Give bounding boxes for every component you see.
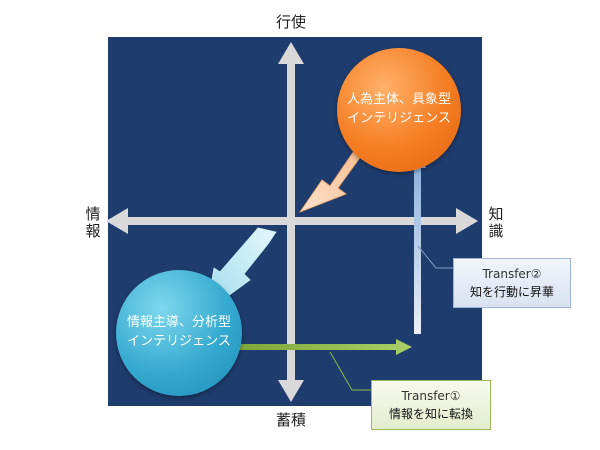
transfer1-leader xyxy=(329,351,372,391)
quadrant-top-right-line2: インテリジェンス xyxy=(347,111,451,126)
transfer1-title: Transfer① xyxy=(401,389,461,403)
axis-label-right: 知識 xyxy=(488,205,504,240)
quadrant-bottom-left-line2: インテリジェンス xyxy=(127,334,231,349)
transfer1-callout: Transfer① 情報を知に転換 xyxy=(371,380,491,430)
transfer1-arrow xyxy=(236,339,412,355)
transfer2-desc: 知を行動に昇華 xyxy=(469,285,554,299)
horizontal-axis xyxy=(106,208,478,234)
axis-label-left: 情報 xyxy=(85,205,101,240)
axis-label-top: 行使 xyxy=(276,13,307,31)
transfer2-title: Transfer② xyxy=(482,267,542,281)
axis-label-bottom: 蓄積 xyxy=(276,411,307,429)
quadrant-top-right-circle: 人為主体、具象型 インテリジェンス xyxy=(337,48,461,172)
quadrant-bottom-left-circle: 情報主導、分析型 インテリジェンス xyxy=(116,270,242,396)
transfer2-callout: Transfer② 知を行動に昇華 xyxy=(453,258,571,308)
quadrant-top-right-line1: 人為主体、具象型 xyxy=(346,92,451,108)
transfer2-leader xyxy=(417,245,454,269)
transfer1-desc: 情報を知に転換 xyxy=(388,407,473,421)
quadrant-bottom-left-line1: 情報主導、分析型 xyxy=(126,315,231,331)
